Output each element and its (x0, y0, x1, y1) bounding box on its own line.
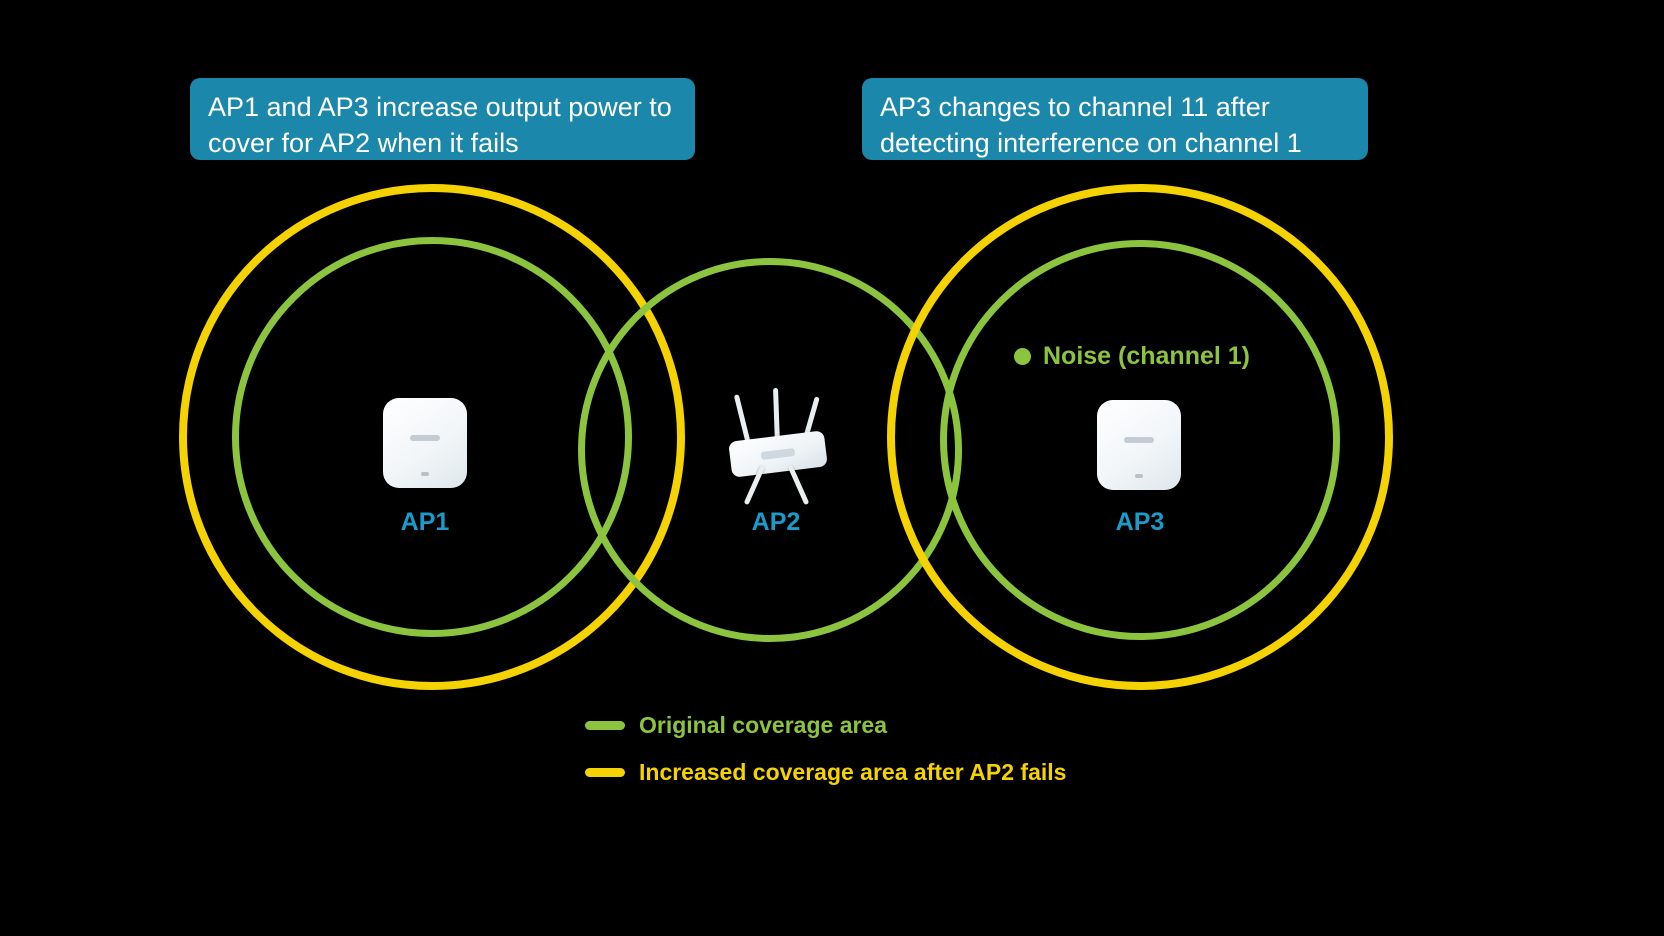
legend-item-original-coverage: Original coverage area (585, 712, 1066, 739)
ap2-device-image (722, 387, 834, 506)
legend: Original coverage area Increased coverag… (585, 712, 1066, 806)
callout-channel-change-text: AP3 changes to channel 11 after detectin… (880, 92, 1302, 158)
legend-item-increased-coverage: Increased coverage area after AP2 fails (585, 759, 1066, 786)
ap2-device-body (728, 430, 828, 478)
ap1-device-logo (410, 434, 440, 441)
ap3-increased-coverage-circle (887, 184, 1393, 690)
noise-label: Noise (channel 1) (1043, 342, 1250, 370)
legend-swatch-yellow (585, 768, 625, 777)
ap3-label: AP3 (1115, 508, 1165, 536)
ap1-label: AP1 (400, 508, 450, 536)
ap1-device-led (421, 472, 429, 476)
ap2-antenna-icon (733, 394, 752, 446)
ap3-device-image (1097, 400, 1181, 490)
legend-label-increased: Increased coverage area after AP2 fails (639, 759, 1067, 785)
noise-annotation: Noise (channel 1) (1014, 342, 1250, 371)
ap3-device-logo (1124, 436, 1154, 443)
legend-swatch-green (585, 721, 625, 730)
callout-channel-change: AP3 changes to channel 11 after detectin… (862, 78, 1368, 160)
ap3-device-led (1135, 474, 1143, 478)
ap2-device-logo (760, 447, 796, 461)
noise-dot-icon (1014, 348, 1031, 365)
callout-power-increase: AP1 and AP3 increase output power to cov… (190, 78, 695, 160)
ap3-original-coverage-circle (940, 240, 1340, 640)
legend-label-original: Original coverage area (639, 712, 888, 738)
callout-power-increase-text: AP1 and AP3 increase output power to cov… (208, 92, 672, 158)
ap2-label: AP2 (751, 508, 801, 536)
ap1-device-image (383, 398, 467, 488)
